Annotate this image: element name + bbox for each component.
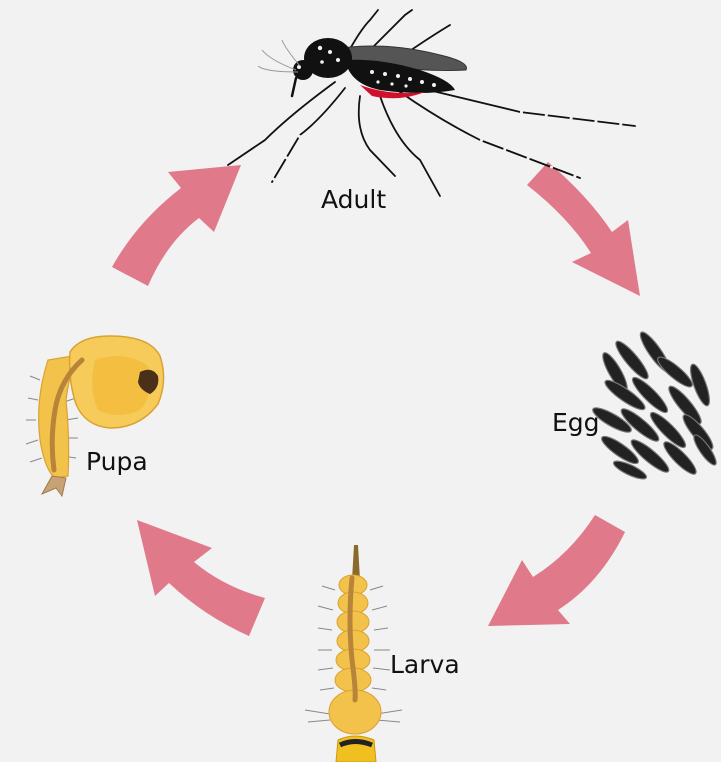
larva-icon [305, 545, 402, 762]
label-pupa: Pupa [86, 449, 148, 474]
arrow-adult-to-egg [527, 162, 640, 296]
cycle-arrows [112, 162, 640, 636]
label-larva: Larva [390, 652, 460, 677]
egg-cluster-icon [590, 329, 719, 482]
arrow-larva-to-pupa [137, 520, 265, 636]
label-egg: Egg [552, 410, 600, 435]
label-adult: Adult [321, 187, 386, 212]
arrow-egg-to-larva [488, 515, 625, 626]
arrow-pupa-to-adult [112, 165, 241, 286]
mosquito-icon [228, 10, 635, 196]
